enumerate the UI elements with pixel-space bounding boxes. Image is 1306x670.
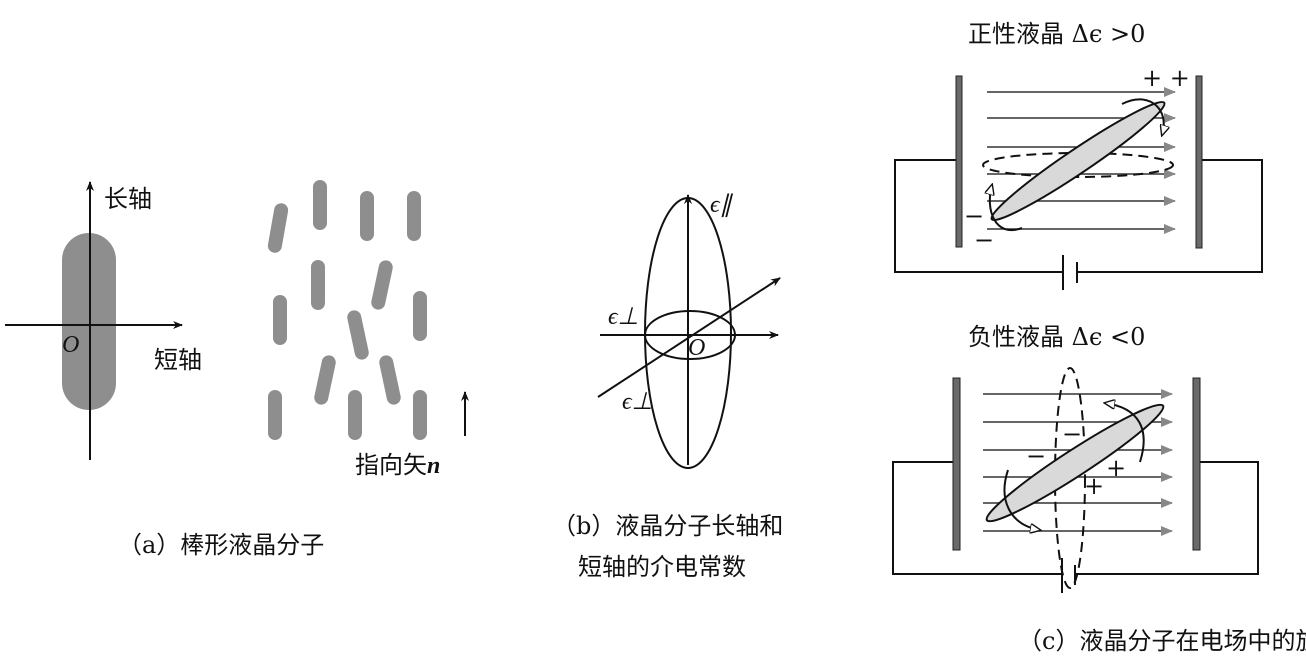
- rod: [267, 203, 289, 253]
- rod: [413, 390, 427, 440]
- caption-a: （a）棒形液晶分子: [118, 531, 324, 559]
- eps-parallel-label: ϵ∥: [710, 192, 734, 218]
- circuit-wire-right: [1077, 159, 1263, 273]
- circuit-wire-right: [1075, 461, 1259, 575]
- part-a-molecule: 长轴 O 短轴: [5, 181, 202, 460]
- rod: [273, 295, 287, 345]
- negative-lc-panel: 负性液晶 Δϵ <0 − − + +: [892, 323, 1259, 593]
- eps-perp-label-1: ϵ⊥: [608, 304, 639, 330]
- capacitor-plate-left: [952, 377, 961, 551]
- eps-perp-label-2: ϵ⊥: [622, 389, 653, 415]
- rod: [347, 310, 369, 360]
- negative-title: 负性液晶 Δϵ <0: [968, 323, 1145, 351]
- rotation-arrow-bottom: [1003, 469, 1040, 530]
- rod: [371, 260, 393, 310]
- part-b-dielectric: ϵ∥ ϵ⊥ ϵ⊥ O （b）液晶分子长轴和 短轴的介电常数: [552, 192, 783, 581]
- origin-label: O: [62, 332, 79, 358]
- rod: [413, 291, 427, 341]
- rotation-arrow-top: [1105, 403, 1145, 463]
- circuit-wire-left: [892, 461, 1062, 575]
- diagonal-axis: [597, 277, 781, 398]
- rod: [313, 180, 327, 230]
- rod-ensemble: [267, 180, 427, 440]
- minus-charge-2: −: [974, 226, 994, 254]
- rod: [360, 191, 374, 241]
- plus-charges: + +: [1142, 64, 1190, 92]
- origin-label-b: O: [688, 335, 705, 361]
- minus-charge-1: −: [964, 202, 984, 230]
- caption-c: （c）液晶分子在电场中的旋转: [1018, 627, 1306, 655]
- director-label: 指向矢n: [355, 451, 440, 479]
- caption-b-line2: 短轴的介电常数: [578, 553, 746, 581]
- rod: [379, 355, 401, 405]
- director-text: 指向矢: [355, 451, 427, 479]
- caption-b-line1: （b）液晶分子长轴和: [552, 512, 783, 540]
- rod: [348, 390, 362, 440]
- positive-lc-panel: 正性液晶 Δϵ >0 + + − −: [894, 20, 1263, 290]
- capacitor-plate-left: [955, 75, 963, 248]
- rod: [268, 390, 282, 440]
- capacitor-plate-right: [1195, 75, 1203, 249]
- rod: [311, 260, 325, 310]
- lc-molecule-negative: [985, 403, 1165, 523]
- short-axis-label: 短轴: [154, 346, 202, 374]
- rod: [407, 191, 421, 241]
- circuit-wire-left: [894, 159, 1063, 273]
- capacitor-plate-right: [1192, 377, 1201, 551]
- minus-charge-2: −: [1026, 442, 1046, 470]
- lc-molecule-positive: [990, 100, 1166, 222]
- plus-charge-1: +: [1106, 454, 1126, 482]
- rotation-arrow-top: [1121, 98, 1164, 135]
- positive-title: 正性液晶 Δϵ >0: [968, 20, 1145, 48]
- director-symbol: n: [427, 453, 440, 479]
- long-axis-label: 长轴: [104, 185, 152, 213]
- rotation-arrow-bottom: [990, 185, 1023, 231]
- minus-charge-1: −: [1062, 420, 1082, 448]
- plus-charge-2: +: [1084, 472, 1104, 500]
- rod: [314, 355, 336, 405]
